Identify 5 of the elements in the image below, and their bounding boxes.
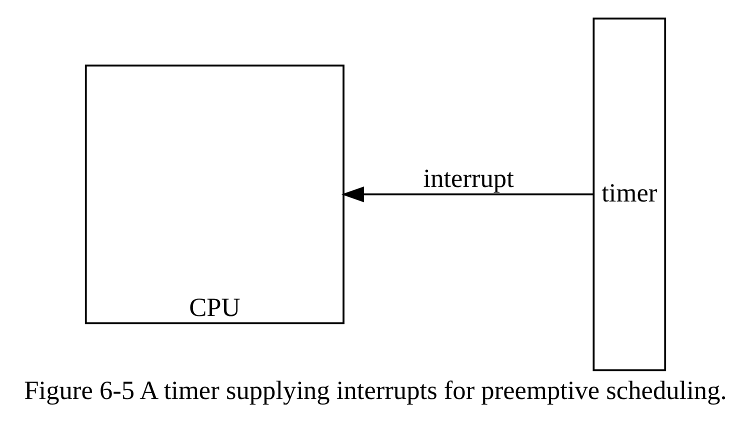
arrow xyxy=(341,186,594,202)
node-box: CPU xyxy=(84,64,344,324)
node-box: timer xyxy=(592,17,666,371)
caption: Figure 6-5 A timer supplying interrupts for preemptive scheduling. xyxy=(24,375,727,404)
edge-label: interrupt xyxy=(423,164,514,193)
